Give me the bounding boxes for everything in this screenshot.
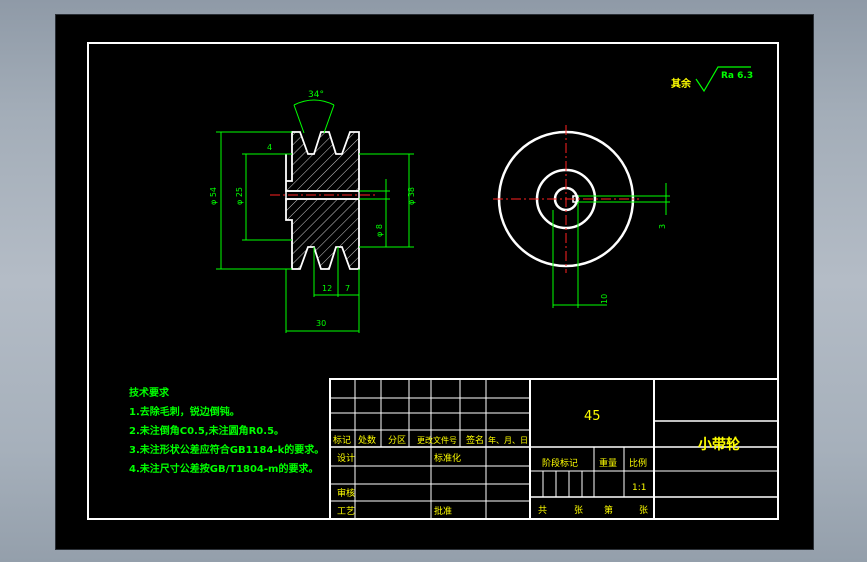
tb-sheet-unit-1: 张 <box>574 505 583 516</box>
dim-inner-dia: φ 25 <box>235 187 244 205</box>
tb-total: 共 <box>538 505 547 516</box>
tb-sheet-unit-2: 张 <box>639 505 648 516</box>
dim-bore-dia: φ 8 <box>375 224 384 237</box>
dim-hub-dia: φ 38 <box>407 187 416 205</box>
drawing-sheet: 34° φ 54 φ 25 4 φ 38 φ 8 12 7 30 <box>87 42 779 520</box>
section-hatch-lower <box>285 198 360 270</box>
tb-approve: 批准 <box>434 505 452 517</box>
tb-standardize: 标准化 <box>434 452 461 464</box>
tb-header-2: 分区 <box>388 435 406 446</box>
tb-design: 设计 <box>337 452 355 464</box>
tb-weight: 重量 <box>599 457 617 469</box>
tb-header-5: 年、月、日 <box>488 435 528 445</box>
side-view: 3 10 其余 Ra 6.3 <box>493 66 753 308</box>
cad-viewport[interactable]: 34° φ 54 φ 25 4 φ 38 φ 8 12 7 30 <box>55 14 814 550</box>
tb-review: 审核 <box>337 487 355 499</box>
title-block: 标记 处数 分区 更改文件号 签名 年、月、日 设计 标准化 审核 工艺 批准 … <box>329 378 779 520</box>
tb-part-name: 小带轮 <box>698 436 740 453</box>
tech-req-item-1: 1.去除毛刺，锐边倒钝。 <box>129 407 240 418</box>
tb-header-4: 签名 <box>466 434 484 446</box>
tb-stage-mark: 阶段标记 <box>542 457 578 469</box>
dim-total-width: 30 <box>316 319 326 328</box>
dim-groove-angle: 34° <box>308 90 324 100</box>
tb-scale-value: 1:1 <box>632 483 646 493</box>
tb-header-3: 更改文件号 <box>417 435 457 445</box>
tech-req-item-2: 2.未注倒角C0.5,未注圆角R0.5。 <box>129 426 285 437</box>
tech-req-item-4: 4.未注尺寸公差按GB/T1804-m的要求。 <box>129 464 319 475</box>
roughness-prefix: 其余 <box>671 77 692 90</box>
tech-req-item-3: 3.未注形状公差应符合GB1184-k的要求。 <box>129 445 325 456</box>
bore-outline <box>285 190 360 200</box>
dim-groove-edge: 7 <box>345 284 350 293</box>
angle-leader-left <box>293 104 305 134</box>
angle-dimension-arc <box>293 99 335 106</box>
roughness-symbol <box>695 66 751 93</box>
dim-key-depth: 3 <box>658 224 667 229</box>
section-hatch-upper <box>285 131 360 192</box>
tb-ratio: 比例 <box>629 457 647 469</box>
tb-page: 第 <box>604 504 613 516</box>
dim-key-width: 10 <box>600 294 609 304</box>
tech-req-title: 技术要求 <box>129 388 169 399</box>
section-view: 34° φ 54 φ 25 4 φ 38 φ 8 12 7 30 <box>209 90 416 333</box>
dim-groove-pitch: 12 <box>322 284 332 293</box>
tb-header-0: 标记 <box>333 434 351 446</box>
angle-leader-right <box>323 104 335 134</box>
dim-chamfer: 4 <box>267 143 272 152</box>
roughness-value: Ra 6.3 <box>721 71 753 81</box>
title-block-outline <box>329 378 779 520</box>
tb-header-1: 处数 <box>358 434 376 446</box>
dim-outer-dia: φ 54 <box>209 187 218 205</box>
tb-material: 45 <box>584 409 601 424</box>
tb-process: 工艺 <box>337 506 355 517</box>
